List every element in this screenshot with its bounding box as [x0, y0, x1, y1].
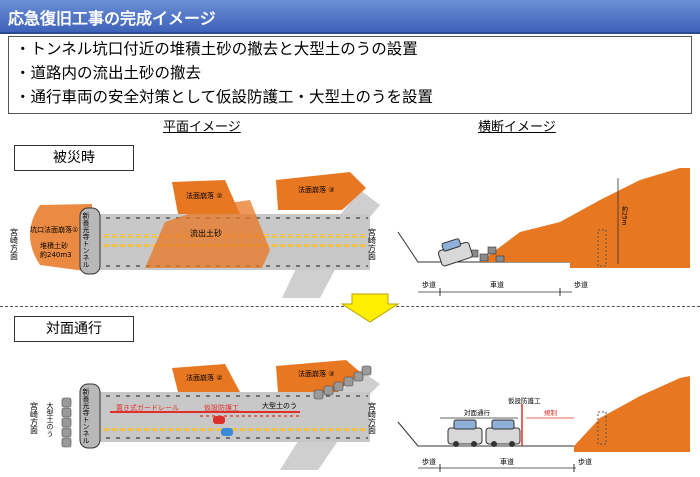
- car-icon: [485, 419, 521, 447]
- transition-arrow: [340, 293, 400, 323]
- sandbags-left-label: 大型土のう: [46, 401, 54, 437]
- sandbags-right-label: 大型土のう: [262, 401, 297, 410]
- direction-right: 宮崎方面: [368, 401, 377, 435]
- bullet-item: ・通行車両の安全対策として仮設防護工・大型土のうを設置: [15, 88, 434, 106]
- tunnel-portal: [79, 207, 101, 275]
- direction-left: 宮崎方面: [10, 227, 19, 261]
- tunnel-label: 新善光寺トンネル: [82, 387, 90, 444]
- collapse-3-label: 法面崩落 ③: [298, 185, 335, 194]
- sidewalk-left-label: 歩道: [422, 457, 436, 466]
- two-way-label: 対面通行: [464, 408, 491, 417]
- direction-left: 宮崎方面: [30, 401, 39, 435]
- road-label: 車道: [490, 280, 504, 289]
- damaged-car: [437, 238, 473, 267]
- collapse-2-area: [172, 364, 240, 392]
- sidewalk-right-label: 歩道: [574, 280, 588, 289]
- summary-box: ・トンネル坑口付近の堆積土砂の撤去と大型土のうの設置 ・道路内の流出土砂の撤去 …: [8, 36, 692, 114]
- car-icon: [221, 428, 233, 436]
- header-bar: 応急復旧工事の完成イメージ: [0, 0, 700, 34]
- slope-soil: [480, 168, 690, 268]
- restricted-label: 規制: [544, 408, 558, 417]
- tunnel-label: 新善光寺トンネル: [82, 211, 90, 268]
- fence-label: 仮設防護工: [204, 403, 239, 412]
- portal-label: 坑口法面崩落①: [30, 225, 78, 234]
- stage-label-after: 対面通行: [14, 316, 134, 342]
- direction-right: 宮崎方面: [368, 227, 377, 261]
- volume-label: 堆積土砂: [40, 241, 68, 250]
- plan-before: 新善光寺トンネル 坑口法面崩落① 堆積土砂 約240m3 法面崩落 ② 法面崩落…: [10, 172, 380, 298]
- collapse-2-label: 法面崩落 ②: [186, 373, 223, 382]
- car-icon: [213, 416, 225, 424]
- sediment-label: 流出土砂: [190, 228, 222, 238]
- stage-label-before: 被災時: [14, 145, 134, 171]
- cross-heading: 横断イメージ: [478, 120, 556, 135]
- sandbags-right: [313, 365, 372, 400]
- collapse-2-area: [172, 180, 240, 214]
- road-label: 車道: [500, 457, 514, 466]
- fence-label: 仮設防護工: [508, 396, 541, 405]
- plan-after: 新善光寺トンネル 置き式ガードレール 仮設防護工 大型土のう 大型土のう 法面崩…: [30, 360, 380, 470]
- cross-before: 約25m 歩道 車道 歩道: [397, 168, 690, 296]
- ladder-mark: [597, 411, 607, 445]
- height-label: 約25m: [621, 205, 628, 225]
- bullet-item: ・トンネル坑口付近の堆積土砂の撤去と大型土のうの設置: [15, 40, 418, 58]
- sidewalk-right-label: 歩道: [578, 457, 592, 466]
- collapse-3-label: 法面崩落 ③: [298, 369, 335, 378]
- side-road: [280, 438, 340, 470]
- slope-soil: [574, 376, 690, 452]
- volume-label: 約240m3: [40, 250, 72, 259]
- cross-after: 対面通行 規制 仮設防護工 歩道 車道 歩道: [397, 376, 690, 472]
- soil-sediment: [145, 200, 270, 268]
- collapse-3-area: [276, 172, 366, 210]
- ladder-mark: [597, 229, 607, 267]
- bullet-item: ・道路内の流出土砂の撤去: [15, 64, 202, 82]
- plan-heading: 平面イメージ: [163, 120, 241, 135]
- soil-portal: [30, 204, 92, 272]
- car-icon: [447, 419, 483, 447]
- tunnel-portal: [79, 383, 101, 449]
- page-title: 応急復旧工事の完成イメージ: [8, 9, 216, 28]
- sandbags-left: [61, 397, 72, 448]
- guardrail-label: 置き式ガードレール: [116, 403, 179, 412]
- sidewalk-left-label: 歩道: [422, 280, 436, 289]
- collapse-2-label: 法面崩落 ②: [186, 191, 223, 200]
